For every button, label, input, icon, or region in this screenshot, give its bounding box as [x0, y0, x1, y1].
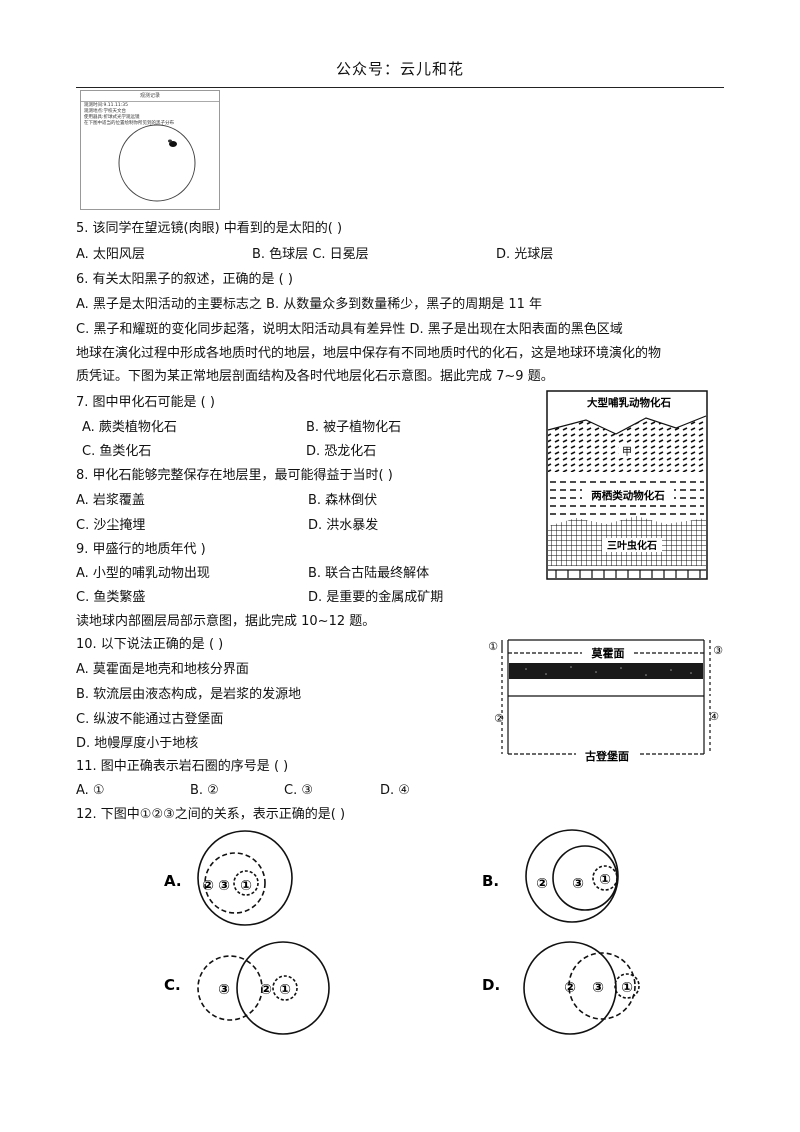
option-a-circle-3	[204, 852, 266, 914]
q6-options-cd: C. 黑子和耀斑的变化同步起落，说明太阳活动具有差异性 D. 黑子是出现在太阳表…	[76, 322, 623, 337]
option-c-num-2: ②	[260, 982, 272, 998]
question-7-stem: 7. 图中甲化石可能是 ( )	[76, 395, 215, 410]
option-c-label: C.	[164, 976, 181, 994]
option-d-num-2: ②	[564, 980, 576, 996]
sunspot-mark	[168, 139, 172, 143]
earth-layers-figure: 莫霍面 古登堡面 ① ② ③ ④	[488, 639, 723, 763]
option-b-circle-1	[592, 865, 618, 891]
q10-option-c: C. 纵波不能通过古登堡面	[76, 712, 224, 727]
question-12-stem: 12. 下图中①②③之间的关系，表示正确的是( )	[76, 807, 346, 822]
q10-option-a: A. 莫霍面是地壳和地核分界面	[76, 662, 249, 677]
question-11-stem: 11. 图中正确表示岩石圈的序号是 ( )	[76, 759, 289, 774]
label-moho: 莫霍面	[591, 646, 625, 660]
option-b-num-3: ③	[572, 876, 584, 892]
option-b-num-2: ②	[536, 876, 548, 892]
label-layer-4: ④	[709, 710, 719, 723]
intro-7-9-line2: 质凭证。下图为某正常地层剖面结构及各时代地层化石示意图。据此完成 7~9 题。	[76, 369, 554, 384]
option-a-num-1: ①	[240, 878, 252, 894]
q8-option-c: C. 沙尘掩埋	[76, 518, 146, 533]
observation-line: 观测时间:9.11.11:35	[84, 103, 128, 108]
stratum-boundary	[547, 415, 707, 435]
intro-10-12: 读地球内部圈层局部示意图，据此完成 10~12 题。	[76, 614, 376, 629]
question-5-stem: 5. 该同学在望远镜(肉眼) 中看到的是太阳的( )	[76, 221, 343, 236]
q9-option-c: C. 鱼类繁盛	[76, 590, 146, 605]
option-c-num-1: ①	[279, 982, 291, 998]
q10-option-b: B. 软流层由液态构成，是岩浆的发源地	[76, 687, 302, 702]
option-c-circle-3	[197, 955, 263, 1021]
q11-option-a: A. ①	[76, 783, 105, 798]
label-large-mammal-fossil: 大型哺乳动物化石	[587, 396, 671, 409]
observation-record-figure: 观测记录 观测时间:9.11.11:35 观测地点:学校天文台 使用器具:折球式…	[80, 90, 220, 210]
q9-option-d: D. 是重要的金属成矿期	[308, 590, 444, 605]
option-a-num-3: ③	[218, 878, 230, 894]
stratum-amphibian	[550, 481, 704, 515]
option-c-circle-1	[272, 975, 298, 1001]
option-d-label: D.	[482, 976, 500, 994]
option-a-circle-1	[233, 870, 259, 896]
strata-section-figure: 大型哺乳动物化石 甲 两栖类动物化石 三叶虫化石	[546, 390, 708, 580]
sun-disk	[118, 124, 196, 202]
page-header: 公众号：云儿和花	[335, 60, 464, 78]
q9-option-b: B. 联合古陆最终解体	[308, 566, 430, 581]
q7-option-b: B. 被子植物化石	[306, 420, 402, 435]
option-d-circle-2	[523, 941, 617, 1035]
label-layer-1: ①	[488, 640, 498, 653]
sun-disk-drawing	[118, 124, 196, 202]
q7-option-c: C. 鱼类化石	[82, 444, 152, 459]
label-amphibian-fossil: 两栖类动物化石	[591, 489, 665, 502]
q5-option-bc: B. 色球层 C. 日冕层	[252, 247, 369, 262]
question-6-stem: 6. 有关太阳黑子的叙述，正确的是 ( )	[76, 272, 293, 287]
q7-option-d: D. 恐龙化石	[306, 444, 377, 459]
option-b-label: B.	[482, 872, 499, 890]
observation-title: 观测记录	[81, 91, 219, 102]
q6-options-ab: A. 黑子是太阳活动的主要标志之 B. 从数量众多到数量稀少，黑子的周期是 11…	[76, 297, 543, 312]
question-9-stem: 9. 甲盛行的地质年代 )	[76, 542, 206, 557]
option-a-circle-2	[197, 830, 293, 926]
q10-option-d: D. 地幔厚度小于地核	[76, 736, 199, 751]
q9-option-a: A. 小型的哺乳动物出现	[76, 566, 210, 581]
header-rule	[76, 87, 724, 88]
q7-option-a: A. 蕨类植物化石	[82, 420, 177, 435]
q8-option-d: D. 洪水暴发	[308, 518, 379, 533]
option-a-num-2: ②	[202, 878, 214, 894]
label-jia: 甲	[622, 447, 632, 458]
observation-line: 观测地点:学校天文台	[84, 109, 127, 114]
strata-base-ticks	[548, 569, 706, 578]
circle-relationship-options: A. B. C. D. ② ③ ① ② ③ ① ③ ② ① ② ③ ①	[164, 829, 640, 1035]
option-d-num-1: ①	[621, 980, 633, 996]
q8-option-a: A. 岩浆覆盖	[76, 493, 145, 508]
option-d-num-3: ③	[592, 980, 604, 996]
q8-option-b: B. 森林倒伏	[308, 493, 378, 508]
label-trilobite-fossil: 三叶虫化石	[607, 539, 657, 552]
observation-line: 在下图中适当的位置绘制你所见到的黑子分布	[84, 121, 174, 126]
option-c-circle-2	[236, 941, 330, 1035]
option-c-num-3: ③	[218, 982, 230, 998]
q11-option-b: B. ②	[190, 783, 219, 798]
option-b-num-1: ①	[599, 872, 611, 888]
label-layer-2: ②	[494, 712, 504, 725]
asthenosphere-band	[509, 663, 703, 679]
q5-option-a: A. 太阳风层	[76, 247, 145, 262]
label-layer-3: ③	[713, 644, 723, 657]
question-8-stem: 8. 甲化石能够完整保存在地层里，最可能得益于当时( )	[76, 468, 393, 483]
q11-option-c: C. ③	[284, 783, 313, 798]
observation-line: 使用器具:折球式光学观远镜	[84, 115, 140, 120]
sunspot-mark	[169, 141, 177, 147]
q11-option-d: D. ④	[380, 783, 410, 798]
question-10-stem: 10. 以下说法正确的是 ( )	[76, 637, 224, 652]
option-d-circle-3	[568, 952, 636, 1020]
label-gutenberg: 古登堡面	[585, 749, 629, 763]
option-d-circle-1	[614, 973, 640, 999]
intro-7-9-line1: 地球在演化过程中形成各地质时代的地层，地层中保存有不同地质时代的化石，这是地球环…	[76, 346, 662, 361]
option-a-label: A.	[164, 872, 182, 890]
option-b-circle-2	[525, 829, 619, 923]
q5-option-d: D. 光球层	[496, 247, 554, 262]
